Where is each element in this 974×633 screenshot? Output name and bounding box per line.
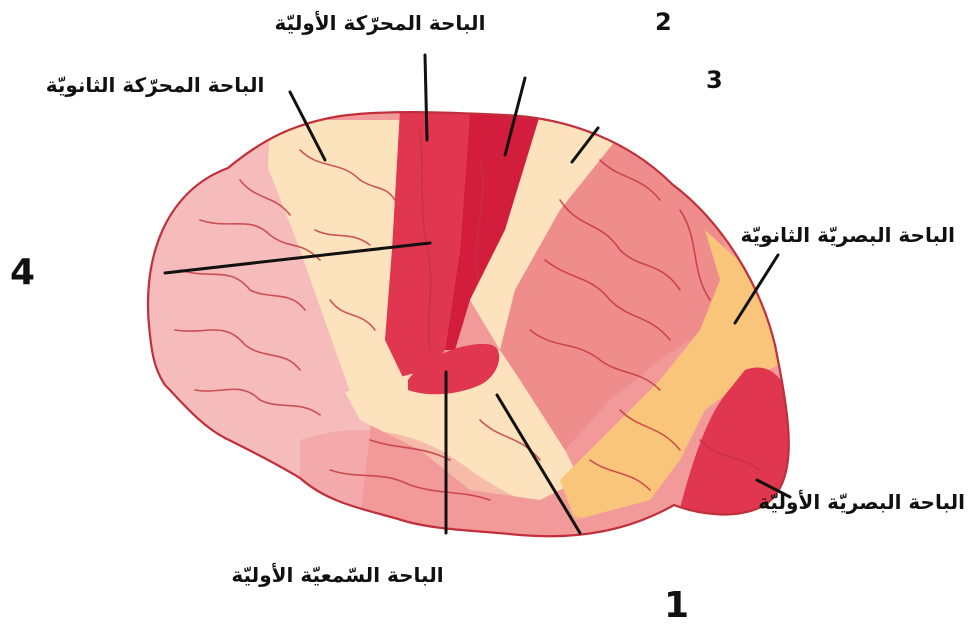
label-primary-auditory: الباحة السّمعيّة الأوليّة	[210, 560, 465, 590]
number-2: 2	[655, 8, 672, 36]
label-primary-visual: الباحة البصريّة الأوليّة	[795, 487, 965, 517]
number-1: 1	[664, 585, 689, 626]
label-secondary-motor: الباحة المحرّكة الثانويّة	[20, 70, 290, 100]
label-primary-motor: الباحة المحرّكة الأوليّة	[250, 8, 510, 38]
number-4: 4	[10, 252, 35, 293]
number-3: 3	[706, 66, 723, 94]
pointer-primary-motor	[425, 55, 427, 140]
label-secondary-visual: الباحة البصريّة الثانويّة	[785, 220, 955, 250]
